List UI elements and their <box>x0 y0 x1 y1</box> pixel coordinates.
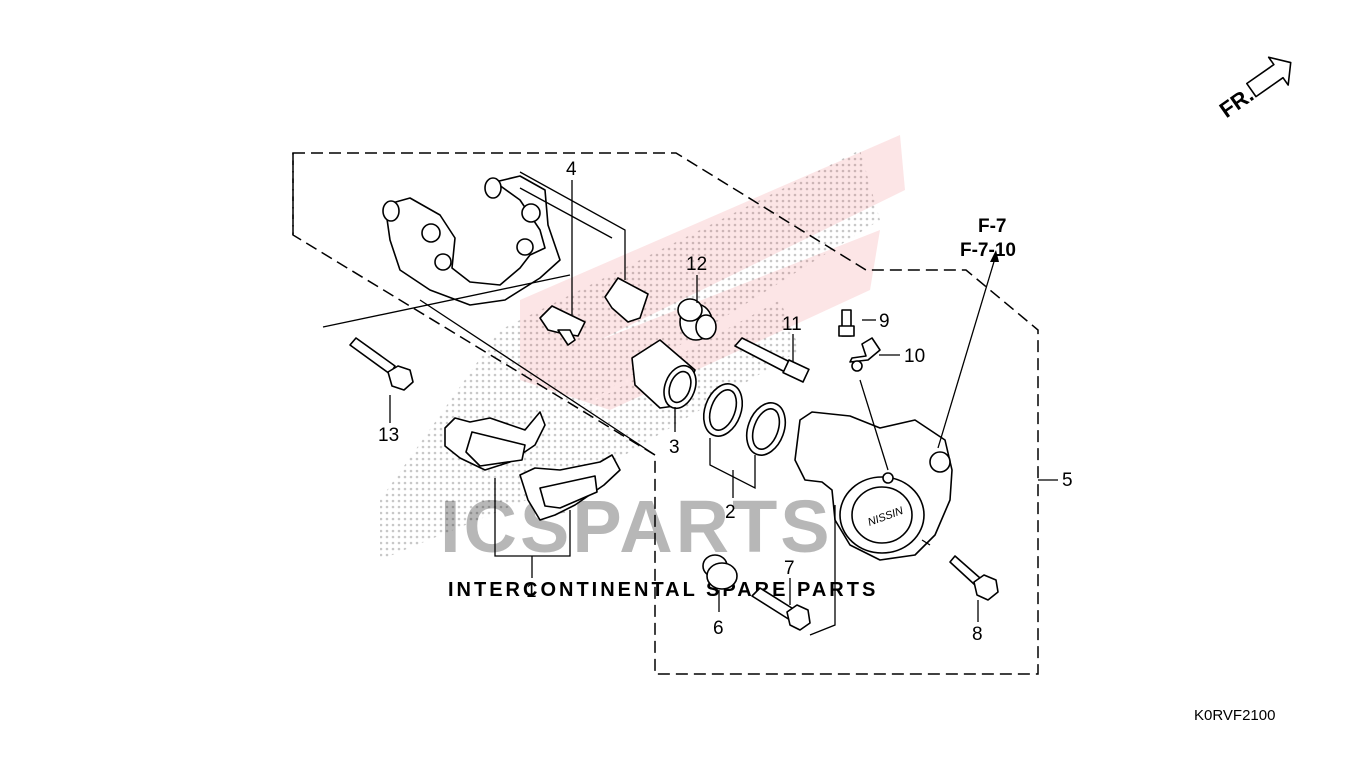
caliper-bracket <box>382 175 561 306</box>
boot-part-6 <box>702 554 738 590</box>
reference-label-1: F-7 <box>978 216 1007 237</box>
piston-part-3 <box>631 339 697 410</box>
callout-3: 3 <box>669 437 680 458</box>
bolt-part-13 <box>349 337 414 391</box>
callout-7: 7 <box>784 558 795 579</box>
assembly-outline <box>292 152 1039 675</box>
callouts: 1 2 3 4 5 6 7 8 9 10 11 12 13 <box>378 159 1073 645</box>
callout-13: 13 <box>378 425 399 446</box>
callout-6: 6 <box>713 618 724 639</box>
seals-part-2 <box>702 383 787 456</box>
callout-11: 11 <box>782 314 802 335</box>
front-direction-indicator: FR. <box>1215 56 1292 123</box>
front-arrow-icon <box>1246 56 1292 98</box>
pin-part-11 <box>734 337 810 383</box>
callout-8: 8 <box>972 624 983 645</box>
watermark-brand: ICSPARTS <box>440 485 833 568</box>
bleeder-valve-part-9 <box>838 309 855 337</box>
watermark-tagline: INTERCONTINENTAL SPARE PARTS <box>448 579 878 601</box>
bolt-part-8 <box>949 555 999 601</box>
diagram-code: K0RVF2100 <box>1194 707 1275 724</box>
callout-5: 5 <box>1062 470 1073 491</box>
callout-10: 10 <box>904 346 925 367</box>
pad-spring-part-4 <box>539 305 586 346</box>
callout-9: 9 <box>879 311 890 332</box>
brake-pads-part-1 <box>444 411 621 521</box>
reference-labels: F-7 F-7-10 <box>960 216 1016 261</box>
leader-lines <box>322 171 1058 636</box>
callout-4: 4 <box>566 159 577 180</box>
caliper-body-part-5: NISSIN <box>794 411 953 561</box>
callout-12: 12 <box>686 254 707 275</box>
callout-2: 2 <box>725 502 736 523</box>
watermark-wing-red <box>520 135 905 410</box>
bleeder-cap-part-10 <box>849 337 881 372</box>
pin-part-7 <box>751 587 811 631</box>
pad-clip <box>604 277 649 323</box>
reference-label-2: F-7-10 <box>960 240 1016 261</box>
boot-part-12 <box>677 298 717 341</box>
callout-1: 1 <box>526 581 537 602</box>
